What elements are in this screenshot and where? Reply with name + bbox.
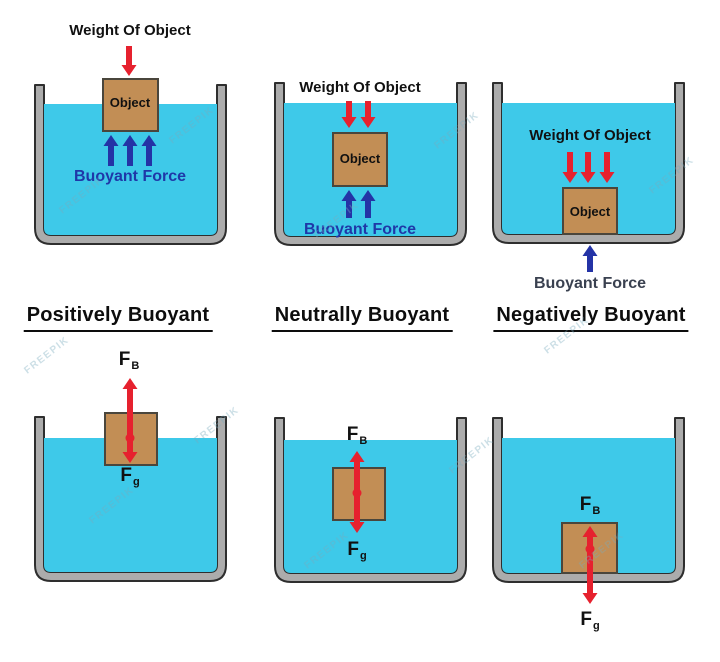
fb-main: F	[346, 424, 359, 445]
water	[502, 438, 675, 573]
fg-main: F	[120, 465, 132, 486]
fb-label: FB	[579, 494, 601, 517]
fb-main: F	[579, 494, 592, 515]
buoyant-arrow-up	[341, 190, 357, 218]
caption-negatively-buoyant: Negatively Buoyant	[493, 304, 689, 332]
center-of-mass-dot	[125, 433, 135, 443]
buoyant-arrow-up	[582, 245, 598, 272]
panel-positively-bottom: FB Fg	[0, 340, 240, 662]
object-label: Object	[339, 151, 381, 166]
fb-label: FB	[346, 424, 368, 447]
buoyant-force-label: Buoyant Force	[533, 275, 647, 292]
object-box	[562, 187, 618, 235]
weight-arrow-down	[599, 152, 615, 183]
tank-graphic	[274, 82, 467, 246]
tank-graphic	[34, 378, 227, 582]
fb-arrow-up	[122, 378, 138, 438]
panel-negatively-top: Weight Of Object Object Buoyant Force	[480, 0, 720, 300]
weight-arrow-down	[562, 152, 578, 183]
weight-arrow-down	[580, 152, 596, 183]
caption-positively-buoyant: Positively Buoyant	[23, 304, 213, 332]
object-label: Object	[569, 204, 611, 219]
panel-neutrally-top: Weight Of Object Object Buoyant Force	[240, 0, 480, 300]
fg-main: F	[347, 539, 359, 560]
fg-label: Fg	[580, 609, 600, 632]
fg-main: F	[580, 609, 592, 630]
fg-arrow-down	[349, 493, 365, 533]
weight-arrow-down	[341, 101, 357, 128]
object-label: Object	[109, 95, 151, 110]
buoyant-force-label: Buoyant Force	[73, 168, 187, 185]
fg-arrow-down	[582, 549, 598, 604]
water	[44, 438, 217, 572]
weight-of-object-label: Weight Of Object	[299, 79, 421, 96]
fb-main: F	[118, 349, 131, 370]
fg-sub: g	[359, 550, 367, 562]
fb-sub: B	[592, 505, 601, 517]
object-box	[332, 132, 388, 187]
fb-arrow-up	[349, 451, 365, 493]
buoyant-force-label: Buoyant Force	[303, 221, 417, 238]
buoyant-arrow-up	[122, 135, 138, 166]
fg-sub: g	[132, 476, 140, 488]
object-box	[102, 78, 159, 132]
weight-of-object-label: Weight Of Object	[529, 127, 651, 144]
panel-negatively-bottom: FB Fg	[480, 340, 720, 662]
fg-sub: g	[592, 620, 600, 632]
water	[44, 104, 217, 235]
weight-arrow-down	[360, 101, 376, 128]
tank-graphic	[492, 82, 685, 272]
buoyant-arrow-up	[103, 135, 119, 166]
fb-label: FB	[118, 349, 140, 372]
tank-graphic	[492, 417, 685, 604]
tank-graphic	[34, 46, 227, 245]
fb-sub: B	[131, 360, 140, 372]
panel-neutrally-bottom: FB Fg	[240, 340, 480, 662]
fg-label: Fg	[120, 465, 140, 488]
fb-arrow-up	[582, 526, 598, 549]
center-of-mass-dot	[585, 544, 595, 554]
caption-neutrally-buoyant: Neutrally Buoyant	[271, 304, 453, 332]
fg-label: Fg	[347, 539, 367, 562]
tank-graphic	[274, 417, 467, 583]
fb-sub: B	[359, 435, 368, 447]
weight-arrow-down	[121, 46, 137, 76]
fg-arrow-down	[122, 438, 138, 463]
weight-of-object-label: Weight Of Object	[69, 22, 191, 39]
center-of-mass-dot	[352, 488, 362, 498]
buoyant-arrow-up	[141, 135, 157, 166]
buoyant-arrow-up	[360, 190, 376, 218]
panel-positively-top: Weight Of Object Object Buoyant Force	[0, 0, 240, 300]
